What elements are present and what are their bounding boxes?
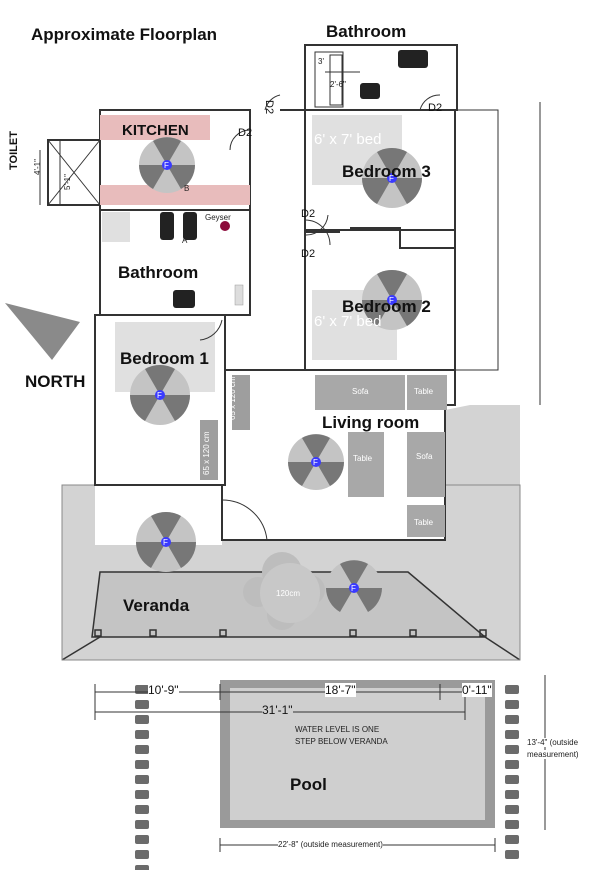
fan-veranda-left <box>136 511 196 572</box>
fan-veranda-right <box>326 560 382 616</box>
room-living: Living room <box>322 413 420 432</box>
round-table <box>243 552 325 630</box>
door-label: D2 <box>263 100 275 115</box>
living-furniture <box>315 375 447 537</box>
shower2-label: 2'-6" <box>330 80 346 89</box>
fan-living <box>288 434 344 490</box>
fan-kitchen <box>139 137 195 193</box>
table-label: Table <box>414 518 434 527</box>
dim-middle: 18'-7" <box>325 683 356 697</box>
fan-label: F <box>351 584 356 593</box>
shower-label: 3' <box>318 57 324 66</box>
door-label: D2 <box>428 102 443 114</box>
dim-pool-height2: measurement) <box>527 750 579 759</box>
water-note-1: WATER LEVEL IS ONE <box>295 725 380 734</box>
toilet-dim-b: 5'-1" <box>63 174 72 190</box>
posts <box>94 629 487 637</box>
north-arrow <box>5 303 80 360</box>
bathroom-mid-fixtures <box>160 212 244 308</box>
room-kitchen: KITCHEN <box>122 122 189 139</box>
fan-label: F <box>389 174 394 183</box>
north-label: NORTH <box>25 372 86 391</box>
kitchen-a-label: A <box>182 236 188 245</box>
bathroom-top-fixtures <box>314 50 428 108</box>
bed-label-bedroom3: 6' x 7' bed <box>314 131 382 148</box>
fan-bedroom3 <box>362 147 422 208</box>
fan-label: F <box>313 458 318 467</box>
floor-patches <box>102 115 402 392</box>
toilet-dim-a: 4'-1" <box>33 159 42 175</box>
room-bathroom-top: Bathroom <box>326 22 407 41</box>
dim-pool-width: 22'-8" (outside measurement) <box>278 840 383 849</box>
sofa-label: Sofa <box>416 452 433 461</box>
fan-label: F <box>164 161 169 170</box>
water-note-2: STEP BELOW VERANDA <box>295 737 388 746</box>
fan-bedroom2 <box>362 269 422 330</box>
bed-label-65: 65 x 120 cm <box>202 431 211 475</box>
dim-total: 31'-1" <box>262 703 293 717</box>
sofa-label: Sofa <box>352 387 369 396</box>
kitchen-counters <box>100 115 250 205</box>
room-bedroom2: Bedroom 2 <box>342 297 431 316</box>
room-bedroom3: Bedroom 3 <box>342 162 431 181</box>
fan-bedroom1 <box>130 364 190 425</box>
bedroom1-beds <box>200 375 250 480</box>
door-label: D2 <box>238 127 253 139</box>
dim-pool-height: 13'-4" (outside <box>527 738 579 747</box>
plan-title: Approximate Floorplan <box>31 25 218 44</box>
dim-left: 10'-9" <box>148 683 179 697</box>
bed-label-65: 65 x 120 cm <box>228 376 237 420</box>
room-toilet: TOILET <box>8 131 20 170</box>
table-label: Table <box>353 454 373 463</box>
bedroom-partition <box>305 227 455 249</box>
bed-label-bedroom2: 6' x 7' bed <box>314 313 382 330</box>
door-arcs <box>199 94 441 541</box>
fan-label: F <box>163 538 168 547</box>
table-label: Table <box>414 387 434 396</box>
kitchen-b-label: B <box>184 184 190 193</box>
fan-label: F <box>389 296 394 305</box>
door-label: D2 <box>301 248 316 260</box>
room-bathroom-mid: Bathroom <box>118 263 199 282</box>
room-veranda: Veranda <box>123 596 190 615</box>
fan-label: F <box>157 391 162 400</box>
room-bedroom1: Bedroom 1 <box>120 349 209 368</box>
round-table-label: 120cm <box>276 589 301 598</box>
side-outlines <box>455 102 541 405</box>
room-pool: Pool <box>290 775 327 794</box>
dim-right: 0'-11" <box>462 683 492 697</box>
geyser-label: Geyser <box>205 213 231 222</box>
door-label: D2 <box>301 208 316 220</box>
stepping-stones <box>135 685 519 870</box>
